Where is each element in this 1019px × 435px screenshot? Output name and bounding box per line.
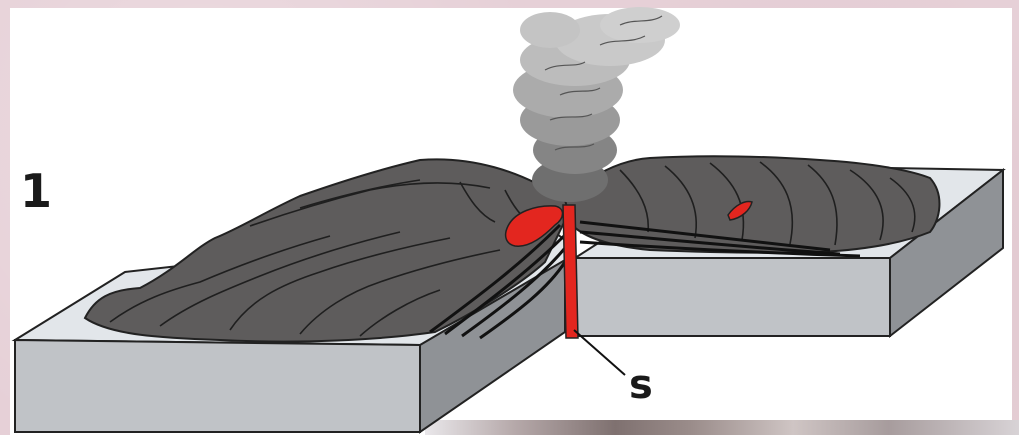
- right-block-front: [575, 258, 890, 336]
- magma-conduit: [563, 205, 578, 338]
- conduit-letter-label: s: [629, 365, 653, 405]
- left-block-front: [15, 340, 420, 432]
- panel-number-label: 1: [20, 168, 52, 214]
